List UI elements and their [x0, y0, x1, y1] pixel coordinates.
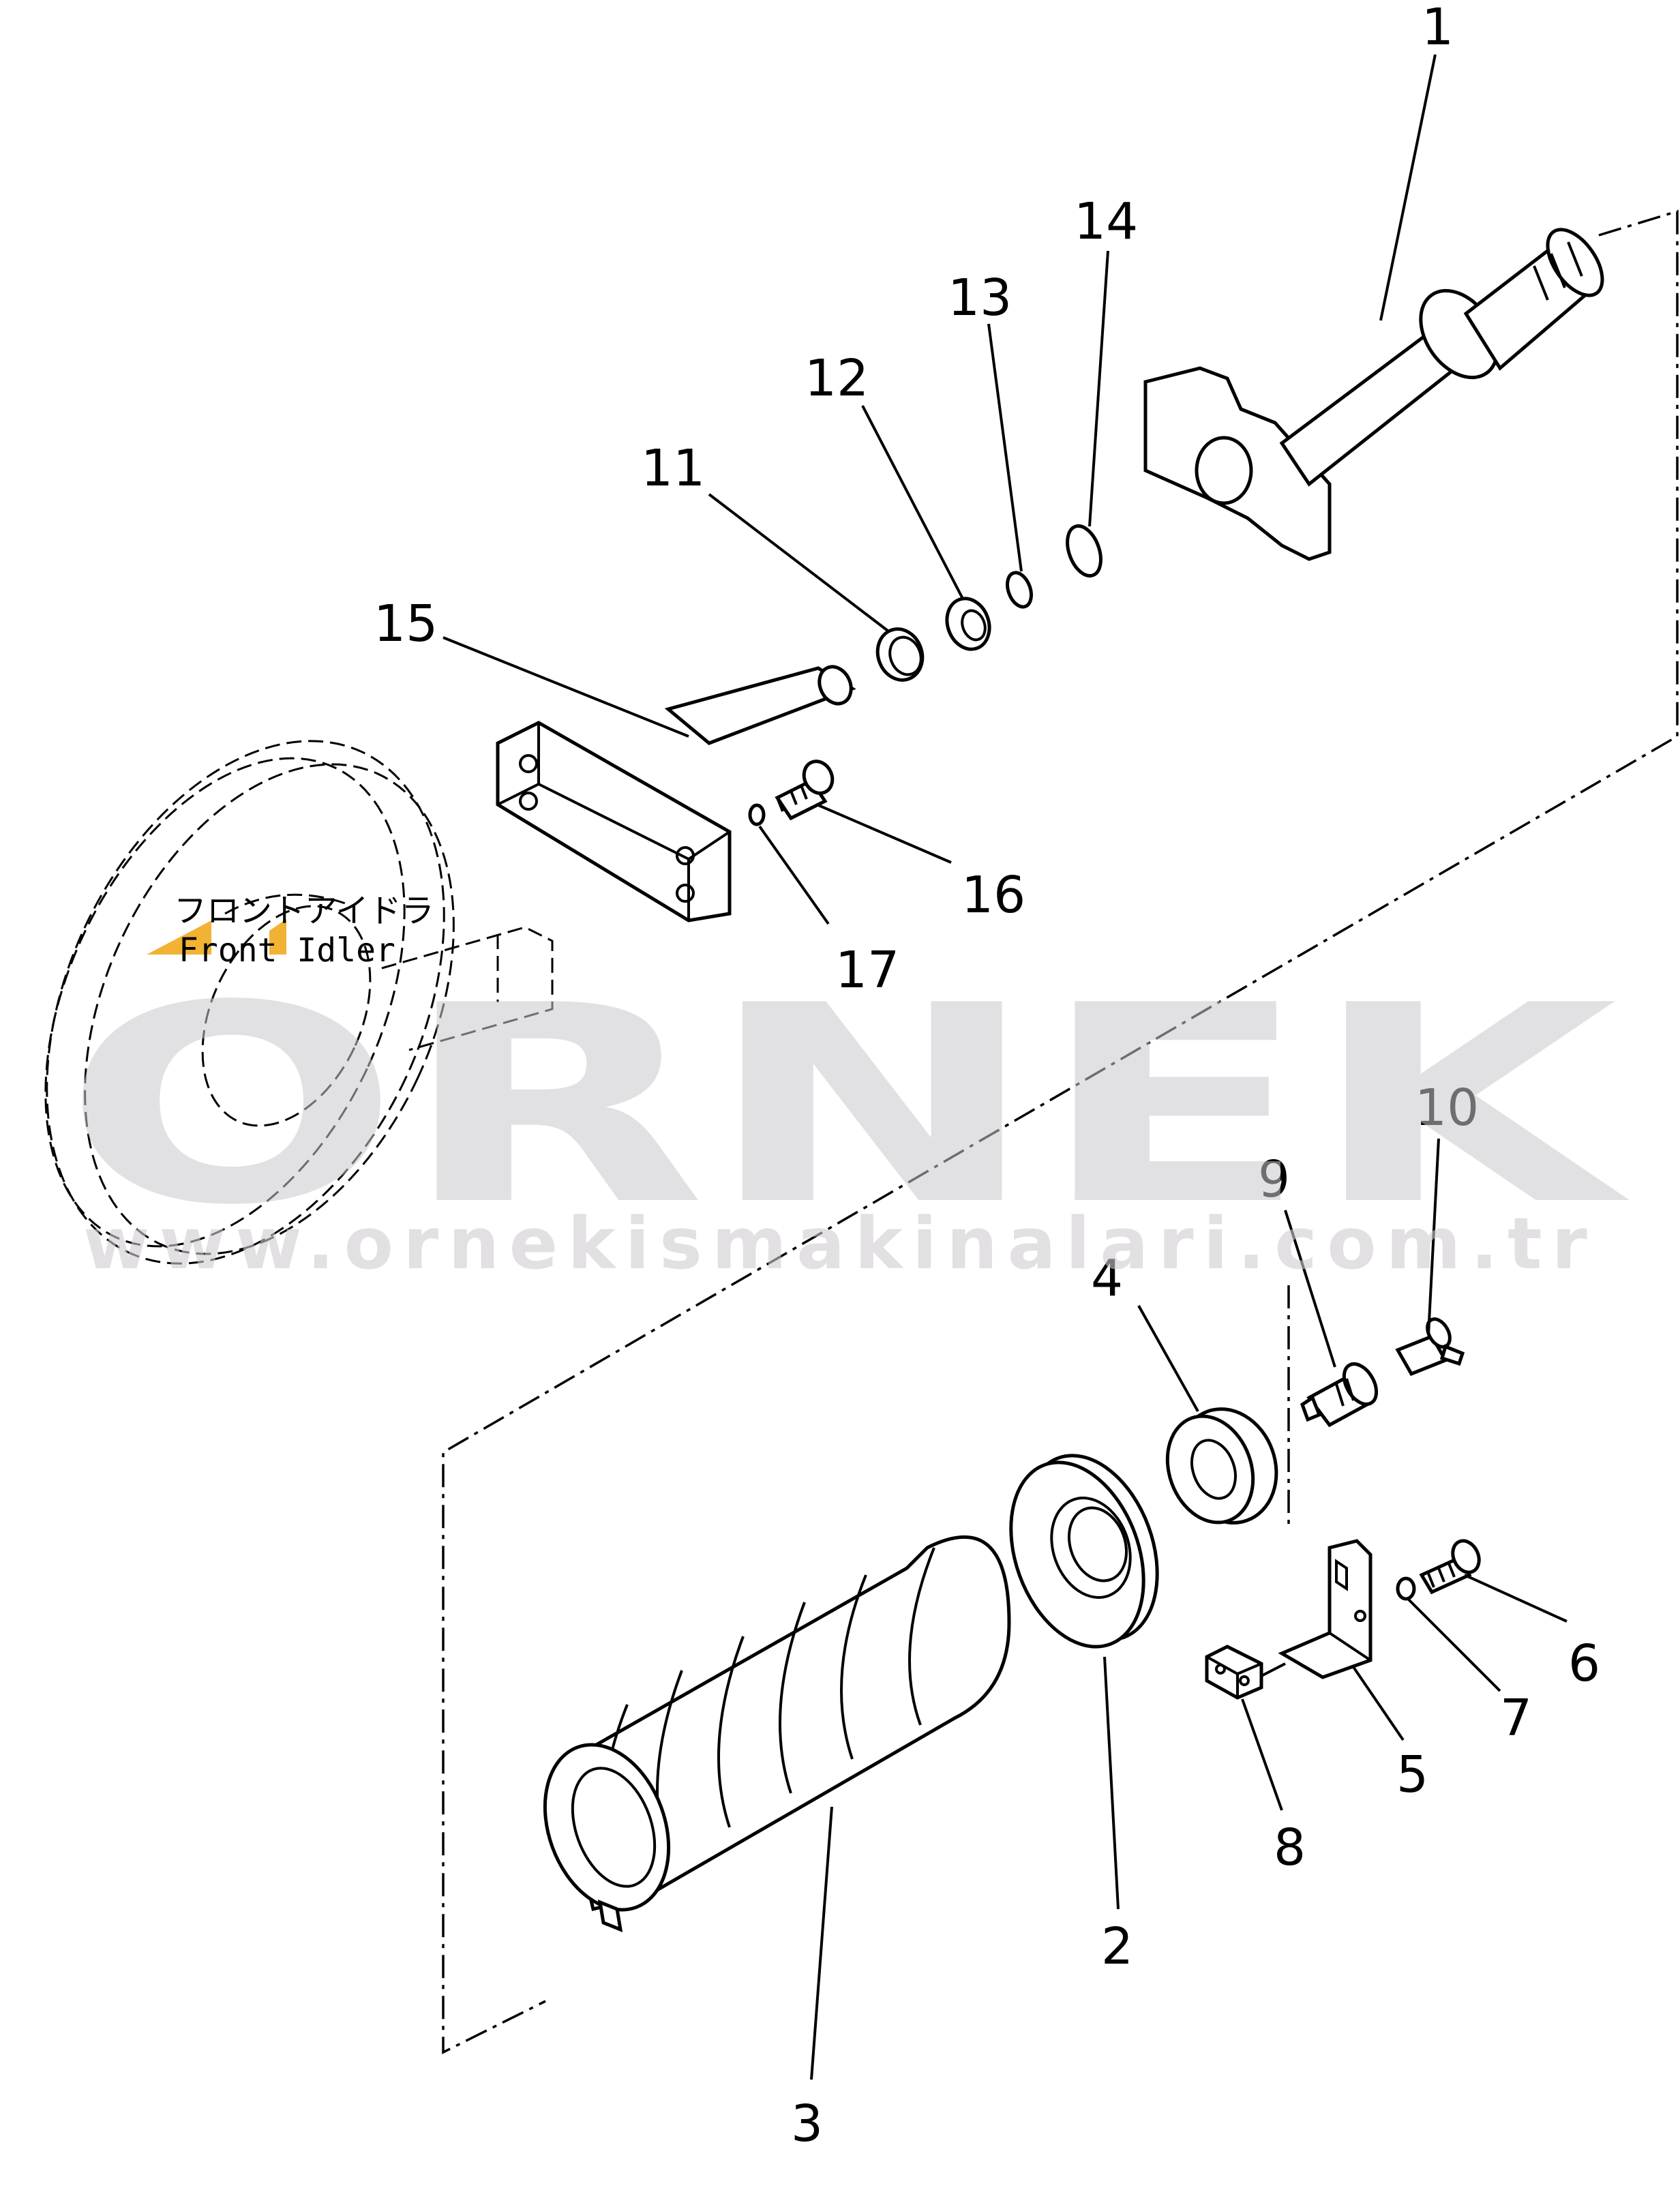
part-15-bracket-shaft — [496, 665, 856, 922]
part-13-snap-ring — [1006, 571, 1033, 609]
watermark-brand: ORNEK — [63, 948, 1632, 1265]
part-12-seal — [945, 597, 991, 651]
label-part-14: 14 — [1074, 192, 1138, 251]
part-7-washer — [1396, 1576, 1416, 1601]
label-part-16: 16 — [961, 866, 1025, 925]
part-2-spring-seat — [1009, 1454, 1159, 1649]
leader-lines — [442, 54, 1567, 2080]
part-6-bolt — [1419, 1539, 1481, 1595]
label-part-9: 9 — [1258, 1150, 1290, 1209]
part-10-grease-fitting — [1395, 1317, 1465, 1377]
front-idler-label-ja: フロントアイドラ — [174, 892, 434, 930]
boundary-lines — [442, 209, 1679, 2054]
label-part-15: 15 — [374, 595, 438, 653]
part-14-o-ring — [1066, 524, 1102, 578]
front-idler-phantom — [44, 740, 554, 1265]
part-5-bracket — [1278, 1539, 1372, 1679]
part-17-washer — [748, 803, 766, 826]
front-idler-note: フロントアイドラ Front Idler — [147, 892, 434, 970]
part-16-bolt — [775, 760, 835, 821]
front-idler-label-en: Front Idler — [179, 931, 395, 970]
label-part-11: 11 — [641, 439, 705, 498]
label-part-3: 3 — [791, 2095, 823, 2153]
label-part-1: 1 — [1422, 0, 1454, 57]
label-part-12: 12 — [805, 349, 869, 408]
label-part-13: 13 — [948, 269, 1012, 327]
part-3-coil-spring — [543, 1535, 1011, 1932]
part-labels: 1 14 13 12 11 15 16 17 10 9 4 6 7 5 8 2 … — [374, 0, 1600, 2153]
label-part-2: 2 — [1101, 1917, 1133, 1976]
label-part-8: 8 — [1274, 1818, 1306, 1877]
part-11-bushing — [875, 627, 925, 682]
watermark-url: www.ornekismakinalari.com.tr — [83, 1202, 1597, 1285]
part-9-grease-valve — [1300, 1362, 1379, 1428]
note-accent-mark — [147, 919, 286, 955]
part-4-nut — [1165, 1407, 1278, 1525]
label-part-10: 10 — [1415, 1079, 1479, 1137]
watermark: ORNEK www.ornekismakinalari.com.tr — [63, 948, 1632, 1285]
label-part-4: 4 — [1091, 1249, 1123, 1308]
label-part-17: 17 — [835, 941, 899, 1000]
part-8-block — [1205, 1645, 1286, 1700]
label-part-7: 7 — [1500, 1689, 1532, 1747]
part-1-yoke-rod — [1143, 228, 1604, 561]
label-part-6: 6 — [1568, 1634, 1600, 1693]
label-part-5: 5 — [1396, 1745, 1428, 1804]
